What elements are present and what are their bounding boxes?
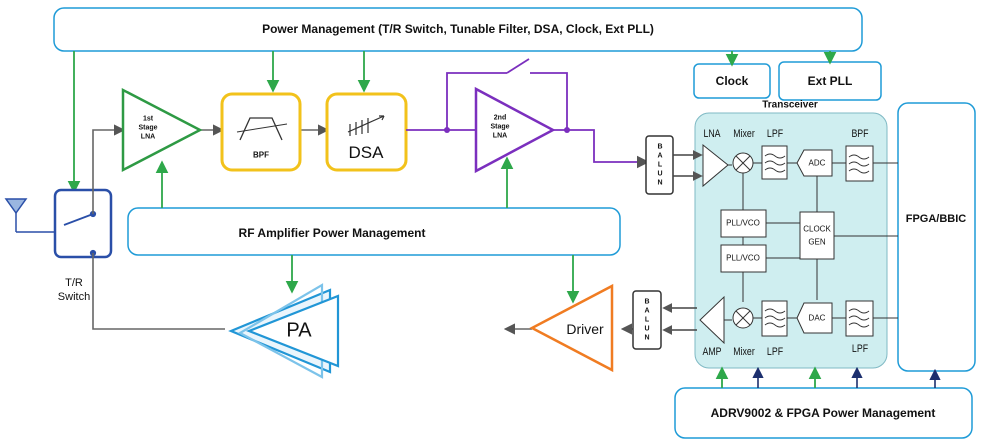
tx-lpf-label: LPF — [766, 346, 784, 358]
tr-switch-label-1: T/R — [65, 277, 83, 289]
rx-lpf-label: LPF — [766, 128, 784, 140]
clock-label: Clock — [715, 74, 749, 88]
antenna-icon — [4, 198, 55, 233]
driver-label: Driver — [566, 321, 604, 337]
lna1-label-2: Stage — [138, 124, 158, 132]
clock-gen-label-2: GEN — [808, 237, 826, 247]
lna1-label-1: 1st — [142, 115, 154, 123]
clock-gen-label-1: CLOCK — [803, 224, 831, 234]
dsa-block — [325, 92, 408, 172]
lna2-label-3: LNA — [492, 132, 508, 140]
power-management-top-label: Power Management (T/R Switch, Tunable Fi… — [262, 22, 654, 36]
tx-mixer-label: Mixer — [733, 346, 755, 358]
adrv-navy-arrows — [752, 366, 941, 388]
tx-balun — [632, 290, 662, 350]
adrv-power-box — [674, 387, 973, 439]
ext-pll-label: Ext PLL — [807, 74, 853, 88]
dsa-label: DSA — [348, 143, 384, 162]
transceiver-label: Transceiver — [762, 99, 818, 111]
tx-lpf2-label: LPF — [851, 343, 869, 355]
rx-balun — [645, 135, 674, 195]
first-stage-lna — [121, 87, 203, 173]
tr-switch-icon — [53, 188, 113, 259]
rx-bpf-label: BPF — [851, 128, 869, 140]
bypass-path — [406, 58, 650, 169]
rf-amp-power-label: RF Amplifier Power Management — [238, 226, 426, 240]
fpga-bbic-box — [897, 102, 976, 372]
lna2-label-2: Stage — [490, 123, 510, 131]
pa-amp — [228, 283, 340, 379]
rx-balun-label: BALUN — [657, 143, 663, 187]
power-management-top-box — [53, 7, 863, 52]
adc-label: ADC — [808, 158, 826, 168]
tr-switch-label-2: Switch — [57, 291, 91, 303]
transceiver-internals — [699, 143, 898, 345]
lna1-label-3: LNA — [140, 133, 156, 141]
dac-label: DAC — [808, 313, 826, 323]
second-stage-lna — [474, 86, 556, 174]
tx-amp-label: AMP — [702, 346, 722, 358]
pll-vco-2-label: PLL/VCO — [726, 253, 760, 263]
rx-mixer-label: Mixer — [733, 128, 755, 140]
rf-amp-power-box — [127, 207, 621, 256]
bpf-block — [220, 92, 302, 172]
fpga-bbic-label: FPGA/BBIC — [905, 213, 967, 225]
rx-lna-label: LNA — [703, 128, 721, 140]
tx-balun-label: BALUN — [644, 298, 650, 342]
pa-label: PA — [286, 319, 312, 342]
bpf-label: BPF — [253, 150, 269, 160]
filter-icon — [236, 117, 288, 141]
power-arrows — [67, 51, 837, 388]
attenuator-icon — [347, 115, 385, 136]
adrv-power-label: ADRV9002 & FPGA Power Management — [710, 406, 936, 420]
lna2-label-1: 2nd — [493, 114, 507, 122]
driver-amp — [529, 283, 614, 373]
pll-vco-1-label: PLL/VCO — [726, 218, 760, 228]
